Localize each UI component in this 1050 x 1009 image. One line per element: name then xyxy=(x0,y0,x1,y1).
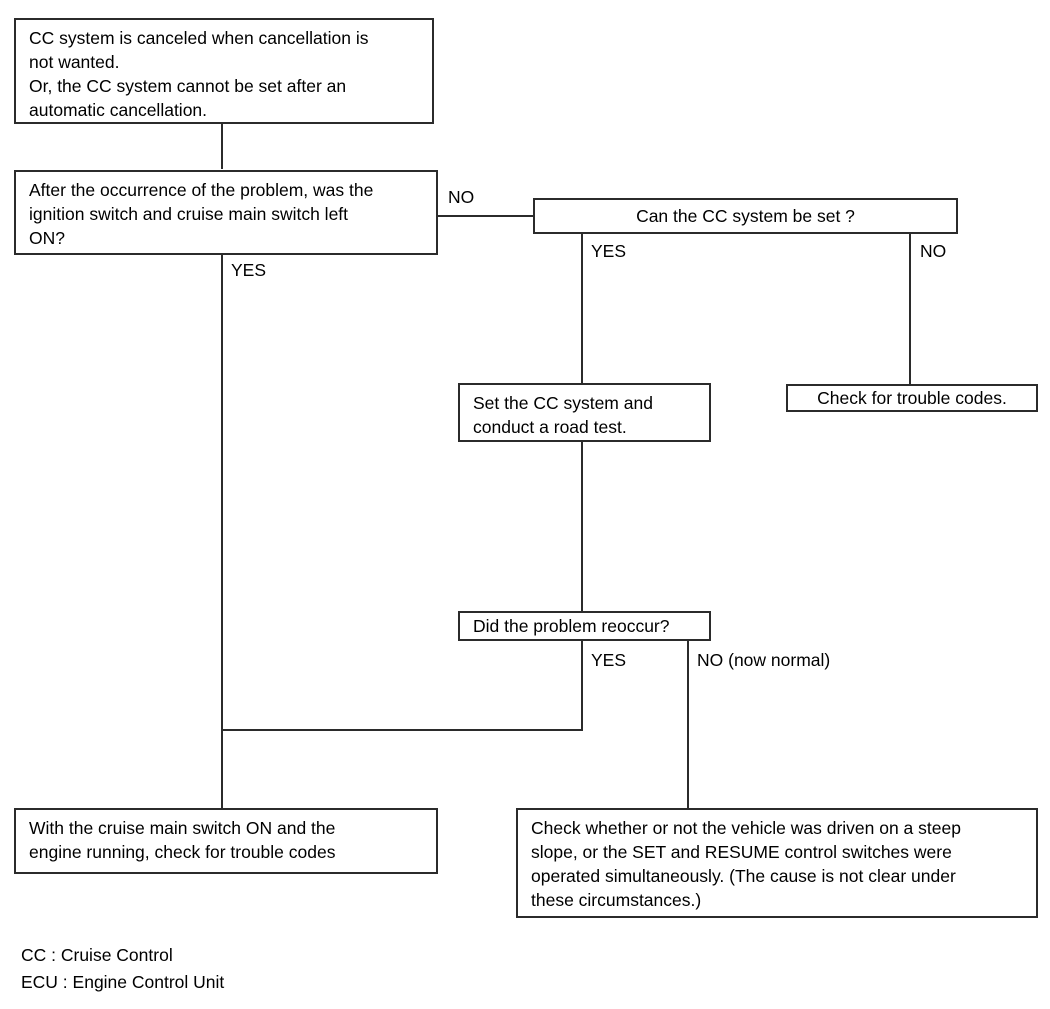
node-action-check-steep-slope: Check whether or not the vehicle was dri… xyxy=(516,808,1038,918)
legend-ecu: ECU : Engine Control Unit xyxy=(21,972,225,992)
branch-label-reoccur-yes: YES xyxy=(591,650,627,670)
node-action-set-and-road-test: Set the CC system and conduct a road tes… xyxy=(458,383,711,442)
branch-label-can-set-no: NO xyxy=(920,241,947,261)
connector-reoccur-yes-horizontal xyxy=(221,729,583,731)
node-action-check-trouble-codes: Check for trouble codes. xyxy=(786,384,1038,412)
branch-label-switch-yes: YES xyxy=(231,260,267,280)
branch-label-can-set-yes: YES xyxy=(591,241,627,261)
node-action-cruise-switch-on: With the cruise main switch ON and the e… xyxy=(14,808,438,874)
connector-reoccur-yes-vertical xyxy=(581,640,583,731)
node-question-reoccur: Did the problem reoccur? xyxy=(458,611,711,641)
connector-can-set-yes-vertical xyxy=(581,233,583,384)
connector-question-no-horizontal xyxy=(437,215,534,217)
connector-roadtest-to-reoccur xyxy=(581,441,583,612)
connector-problem-to-question xyxy=(221,123,223,169)
branch-label-switch-no: NO xyxy=(448,187,475,207)
legend-cc: CC : Cruise Control xyxy=(21,945,173,965)
node-question-switch-left-on: After the occurrence of the problem, was… xyxy=(14,170,438,255)
connector-can-set-no-vertical xyxy=(909,233,911,385)
branch-label-reoccur-no: NO (now normal) xyxy=(697,650,831,670)
connector-reoccur-no-vertical xyxy=(687,640,689,809)
node-problem-statement: CC system is canceled when cancellation … xyxy=(14,18,434,124)
node-question-can-set: Can the CC system be set ? xyxy=(533,198,958,234)
connector-question-yes-trunk xyxy=(221,254,223,809)
